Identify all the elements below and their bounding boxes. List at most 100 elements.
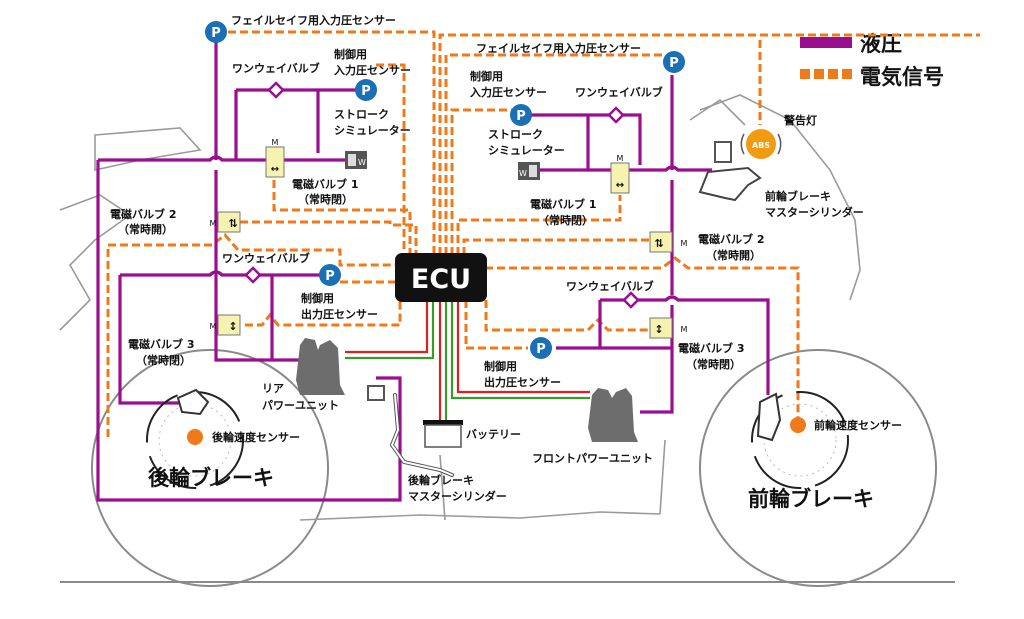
sensor-ctrl-output-left: P	[319, 264, 341, 286]
svg-text:W: W	[519, 169, 527, 178]
legend: 液圧 電気信号	[800, 32, 944, 89]
label-sv2-right-1: 電磁バルブ 2	[698, 232, 764, 246]
ecu-unit: ECU	[395, 253, 487, 302]
rear-power-unit-icon	[296, 338, 345, 395]
rear-wheel-outline	[91, 349, 329, 587]
label-oneway-mid-right: ワンウェイバルブ	[566, 279, 654, 293]
label-rear-brake: 後輪ブレーキ	[148, 466, 274, 490]
label-ctrl-output-left-2: 出力圧センサー	[301, 307, 378, 321]
legend-electric-swatch	[800, 69, 852, 79]
label-sv1-left-2: （常時閉）	[298, 192, 353, 206]
front-fairing-outline	[699, 94, 861, 301]
sensor-ctrl-input-right: P	[510, 104, 532, 126]
label-sv3-left-2: （常時閉）	[136, 353, 191, 367]
windscreen-outline	[689, 98, 746, 126]
label-battery: バッテリー	[466, 428, 521, 441]
label-sv2-right-2: （常時開）	[706, 248, 761, 262]
svg-text:P: P	[669, 56, 679, 71]
oneway-valve-top-right-icon	[607, 106, 625, 124]
label-sv1-left-1: 電磁バルブ 1	[292, 177, 358, 191]
solenoid-valve-2-left-icon: M ⇅	[210, 211, 241, 233]
solenoid-valve-1-left-icon: M ↔	[265, 138, 285, 178]
svg-text:P: P	[361, 84, 371, 99]
solenoid-valve-3-left-icon: M ↕	[210, 314, 241, 336]
label-front-speed: 前輪速度センサー	[814, 418, 902, 432]
label-sv3-right-2: （常時閉）	[686, 357, 741, 371]
front-power-line-red	[456, 300, 590, 394]
rear-master-cylinder-icon	[367, 385, 454, 477]
svg-text:M: M	[272, 138, 279, 147]
svg-text:P: P	[211, 26, 221, 41]
label-stroke-left-1: ストローク	[334, 108, 389, 121]
label-abs-warning: 警告灯	[783, 113, 817, 127]
solenoid-valve-3-right-icon: M ↕	[649, 317, 688, 339]
oneway-valve-top-left-icon	[267, 81, 285, 99]
one-way-valves	[244, 81, 640, 309]
svg-text:M: M	[681, 239, 688, 248]
sensor-failsafe-left: P	[205, 21, 227, 43]
sensor-failsafe-right: P	[663, 51, 685, 73]
rear-body-outline	[59, 194, 132, 331]
label-rear-master-2: マスターシリンダー	[408, 489, 507, 503]
ecu-box	[395, 253, 487, 302]
svg-text:⇅: ⇅	[228, 217, 237, 230]
front-brake-disc-icon	[751, 391, 849, 489]
svg-text:P: P	[325, 269, 335, 284]
label-rear-power-1: リア	[262, 382, 284, 395]
power-lines	[345, 300, 590, 420]
oneway-valve-mid-left-icon	[244, 266, 262, 284]
svg-text:P: P	[536, 342, 546, 357]
pressure-sensors: P P P P P P	[205, 21, 685, 359]
stroke-simulator-left-icon: W	[345, 151, 367, 169]
rear-speed-sensor-icon	[187, 429, 203, 445]
label-stroke-left-2: シミュレーター	[334, 124, 411, 137]
lower-body-outline	[299, 511, 661, 521]
solenoid-valves: M ↔ M ⇅ M ↕ M ↔ M ⇅ M ↕	[210, 138, 688, 339]
svg-text:P: P	[516, 109, 526, 124]
label-ctrl-output-right-2: 出力圧センサー	[484, 375, 561, 389]
label-rear-master-1: 後輪ブレーキ	[408, 473, 474, 487]
label-sv3-right-1: 電磁バルブ 3	[678, 341, 744, 355]
front-wheel-outline	[699, 349, 937, 587]
label-rear-speed: 後輪速度センサー	[212, 430, 300, 444]
label-ctrl-input-left-2: 入力圧センサー	[334, 63, 411, 77]
component-labels: フェイルセイフ用入力圧センサー フェイルセイフ用入力圧センサー ワンウェイバルブ…	[110, 13, 902, 511]
label-oneway-top-right: ワンウェイバルブ	[575, 85, 663, 99]
svg-text:M: M	[681, 325, 688, 334]
label-ctrl-input-right-2: 入力圧センサー	[470, 85, 547, 99]
svg-text:⇅: ⇅	[654, 237, 663, 250]
label-rear-power-2: パワーユニット	[262, 399, 339, 412]
label-stroke-right-1: ストローク	[488, 128, 543, 141]
hydraulic-lines	[96, 35, 770, 502]
rear-power-line-red	[345, 300, 429, 354]
svg-text:M: M	[617, 154, 624, 163]
label-stroke-right-2: シミュレーター	[488, 144, 565, 157]
svg-text:M: M	[210, 322, 217, 331]
label-sv1-right-2: （常時閉）	[538, 213, 593, 227]
svg-text:↕: ↕	[654, 323, 663, 336]
svg-text:↔: ↔	[616, 180, 624, 191]
svg-text:M: M	[210, 219, 217, 228]
label-ctrl-output-right-1: 制御用	[484, 359, 517, 373]
label-front-brake: 前輪ブレーキ	[748, 487, 874, 511]
engine-outline	[659, 439, 666, 515]
label-ctrl-input-left-1: 制御用	[334, 47, 367, 61]
solenoid-valve-1-right-icon: M ↔	[610, 154, 630, 194]
svg-text:↕: ↕	[228, 320, 237, 333]
battery-icon	[423, 420, 463, 448]
label-front-power: フロントパワーユニット	[532, 452, 653, 465]
label-oneway-mid-left: ワンウェイバルブ	[222, 251, 310, 265]
rear-power-line-green	[345, 300, 435, 360]
label-sv1-right-1: 電磁バルブ 1	[530, 197, 596, 211]
stroke-simulator-right-icon: W	[518, 162, 540, 180]
legend-hydraulic-swatch	[800, 37, 852, 48]
front-master-cylinder-icon	[698, 141, 762, 202]
motorcycle-outline	[59, 94, 955, 587]
svg-text:↔: ↔	[271, 164, 279, 175]
tail-outline	[94, 127, 202, 171]
abs-lamp-text: ABS	[752, 141, 770, 150]
electric-lines	[106, 30, 980, 437]
label-sv2-left-1: 電磁バルブ 2	[110, 207, 176, 221]
front-power-unit-icon	[588, 388, 638, 442]
